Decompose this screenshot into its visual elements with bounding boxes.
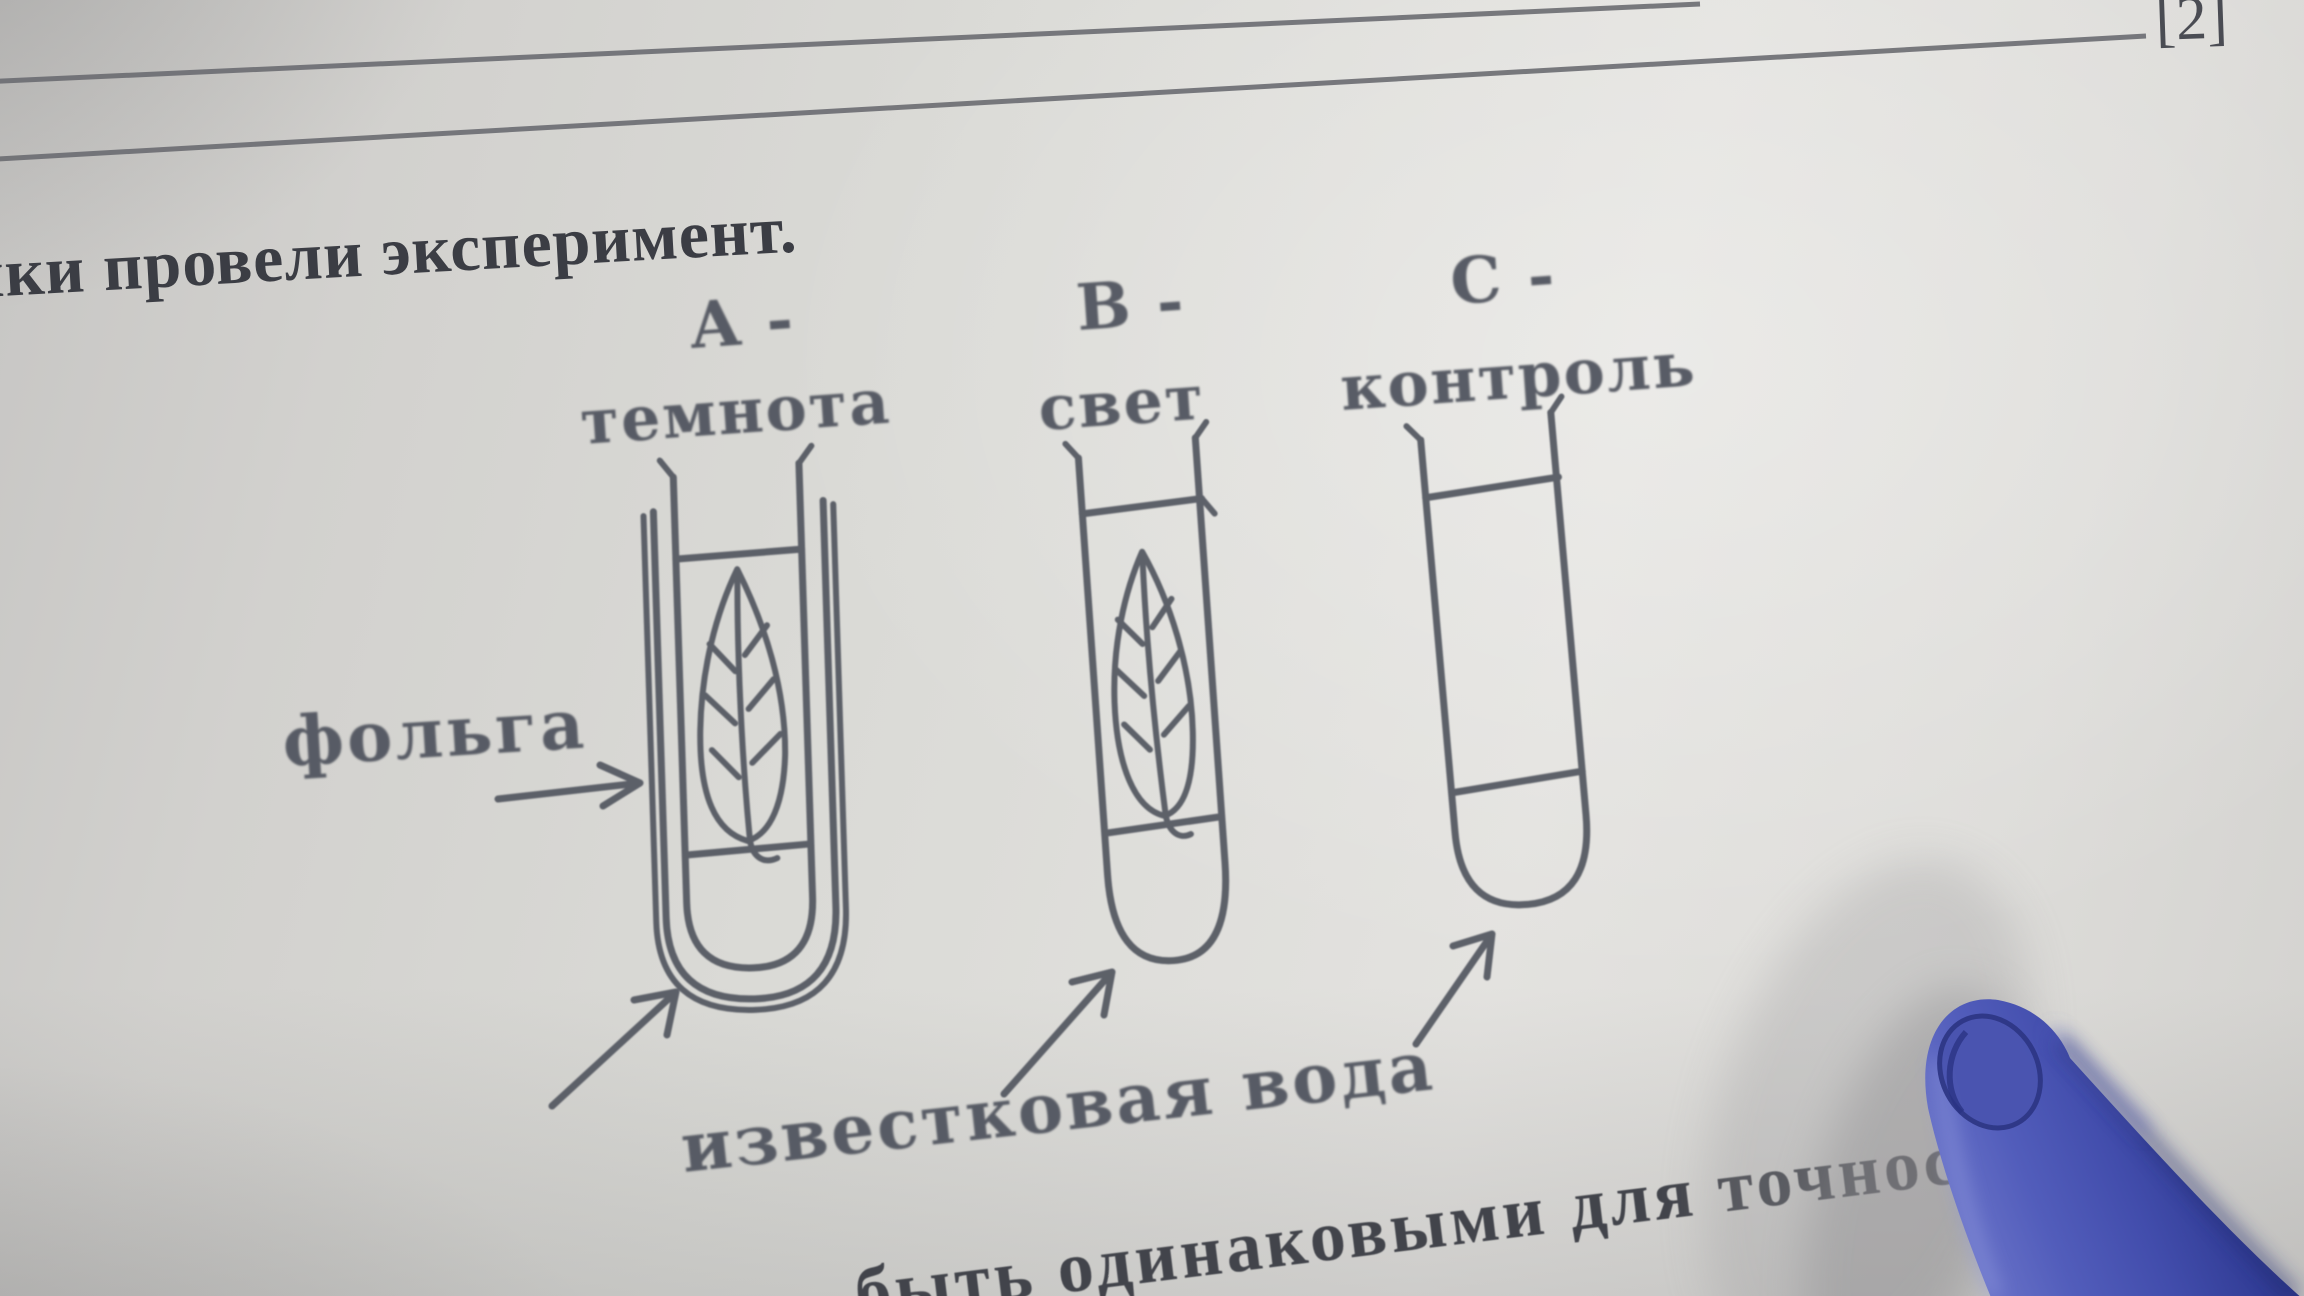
test-tube-c (1403, 393, 1591, 909)
page-heading: ики провели эксперимент. (0, 191, 799, 313)
tube-c-condition-label: контроль (1338, 327, 1699, 425)
tube-c-letter-label: C - (1448, 238, 1559, 320)
tube-rim-flares (1403, 393, 1565, 443)
glass-tube-outline (1074, 434, 1230, 965)
tube-rim-flares (656, 442, 815, 481)
pen-cap-shoulder-line (2048, 1026, 2152, 1136)
leaf-icon (697, 566, 789, 864)
liquid-level-line-a (684, 840, 813, 859)
tube-b-condition-label: свет (1036, 361, 1207, 445)
liquid-level-line-c (1451, 767, 1586, 796)
answer-line (0, 1, 1701, 84)
score-marker: [2] (2154, 0, 2229, 54)
leaf-midrib (1139, 552, 1194, 839)
liquid-level-line-b (1105, 813, 1222, 837)
tube-rim-flares (1062, 418, 1218, 517)
answer-lines (0, 1, 2147, 162)
leaf-icon (1111, 548, 1196, 839)
limewater-arrow-c (1412, 930, 1496, 1048)
foil-outline-outer (649, 496, 840, 1003)
pen-cap-end-crease (1946, 1029, 1969, 1114)
limewater-arrow-b (1000, 968, 1116, 1098)
tube-a-letter-label: A - (687, 282, 797, 364)
pen-cap-highlight (1932, 1059, 2002, 1296)
leaf-veins (702, 622, 784, 781)
tube-a-condition-label: темнота (578, 364, 893, 459)
test-tube-a (640, 442, 849, 1013)
foil-label: фольга (280, 685, 589, 783)
leaf-veins (1113, 595, 1192, 753)
glass-tube-outline (669, 459, 817, 972)
tube-rim-line (1422, 473, 1562, 502)
pen-cap (1925, 999, 2301, 1296)
glass-tube-outline (1417, 409, 1591, 909)
tube-b-letter-label: B - (1074, 264, 1188, 346)
foil-outline-inner (640, 501, 849, 1013)
limewater-arrow-a (548, 988, 680, 1110)
limewater-label: известковая вода (677, 1026, 1439, 1189)
experiment-diagram: A - темнота B - свет C - контроль фольга… (280, 238, 1698, 1189)
tube-rim-line (1078, 494, 1206, 518)
foil-arrow (494, 761, 644, 810)
leaf-midrib (734, 572, 781, 864)
pen-cap-end-face (1937, 1013, 2043, 1131)
answer-line (0, 33, 2147, 162)
foil-top-edge-line (672, 545, 806, 563)
test-tube-b (1062, 418, 1230, 965)
